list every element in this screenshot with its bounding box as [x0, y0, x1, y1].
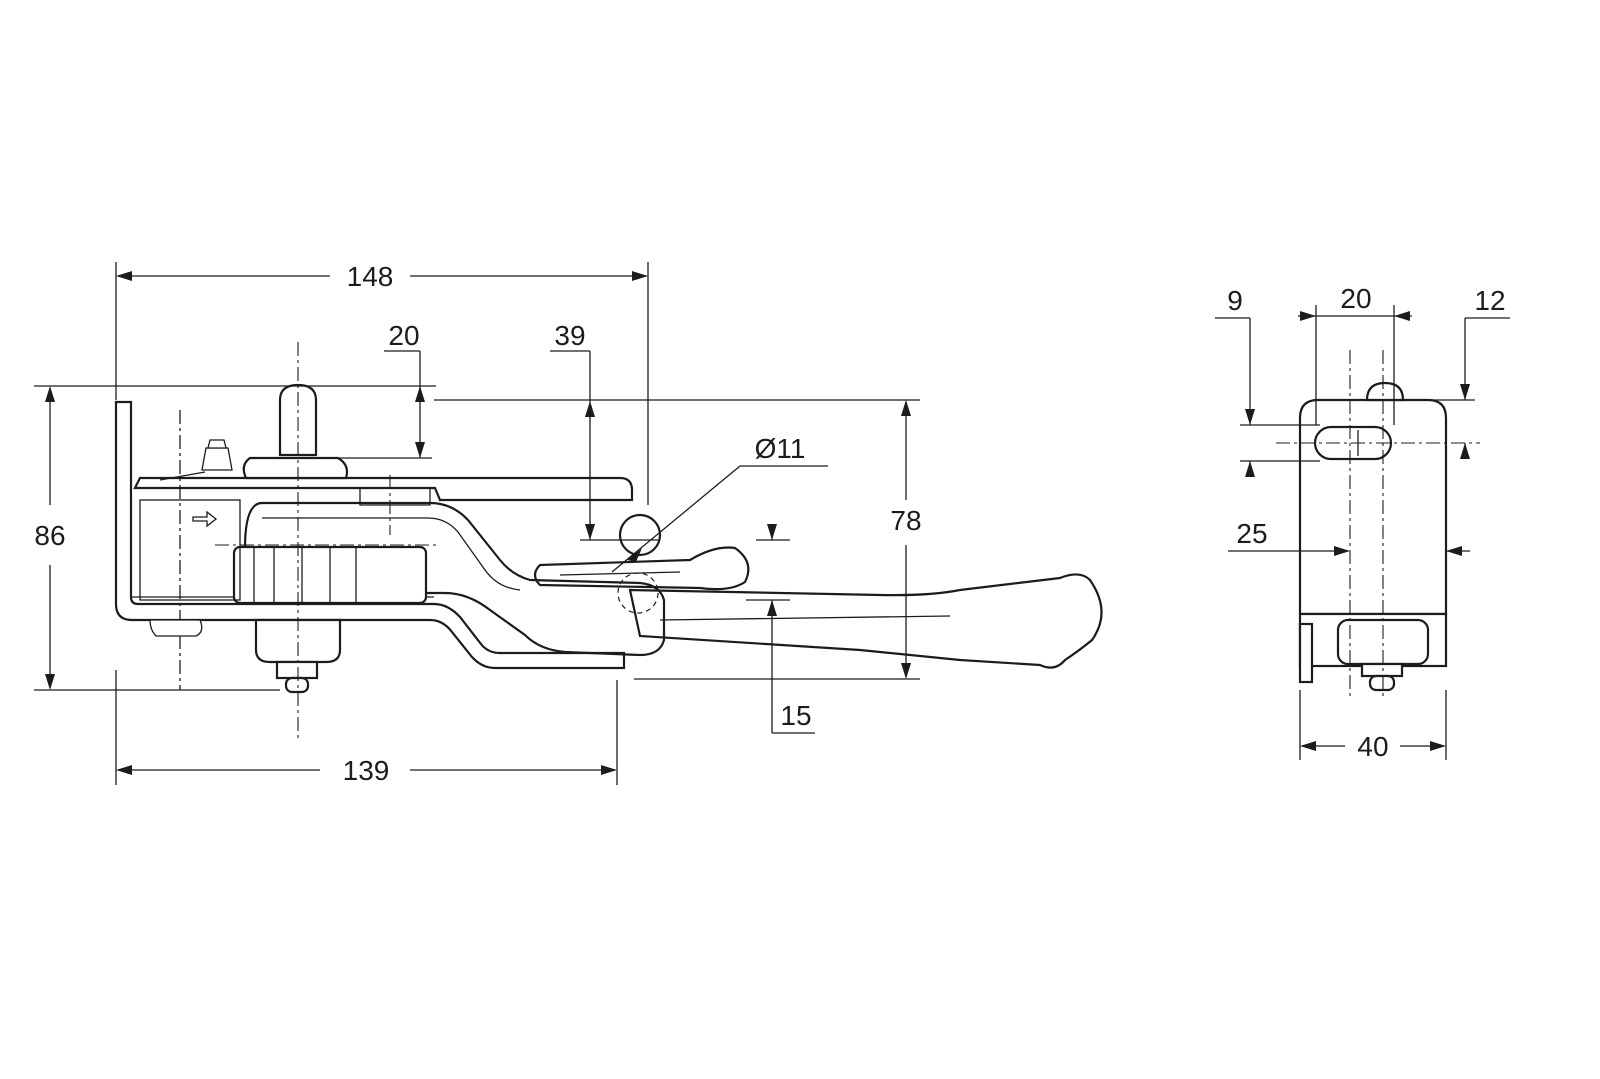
- dimension-40: 40: [1357, 731, 1388, 762]
- grease-nipple: [159, 439, 233, 481]
- dimension-86: 86: [34, 520, 65, 551]
- top-plate: [133, 476, 634, 506]
- dimension-12: 12: [1474, 285, 1505, 316]
- release-lever: [533, 546, 750, 591]
- dimension-15: 15: [780, 700, 811, 731]
- dimension-20: 20: [388, 320, 419, 351]
- spring-stack: [139, 410, 428, 690]
- handle: [628, 573, 1103, 669]
- hidden-pin-hole: [617, 572, 659, 614]
- dimension-25: 25: [1236, 518, 1267, 549]
- bottom-nut: [149, 618, 342, 694]
- top-bolt: [242, 383, 349, 480]
- dimension-78: 78: [890, 505, 921, 536]
- dimension-9: 9: [1227, 285, 1243, 316]
- dimension-39: 39: [554, 320, 585, 351]
- dimension-139: 139: [343, 755, 390, 786]
- side-view: 148 139 86 20 39 Ø11: [34, 261, 1103, 786]
- arrow-icon: [192, 510, 218, 528]
- dimension-hole-diameter: Ø11: [755, 433, 806, 464]
- dimension-20-end: 20: [1340, 283, 1371, 314]
- dimension-148: 148: [347, 261, 394, 292]
- pin-hole: [618, 513, 662, 557]
- end-view: 9 20 12 25 40: [1215, 283, 1510, 762]
